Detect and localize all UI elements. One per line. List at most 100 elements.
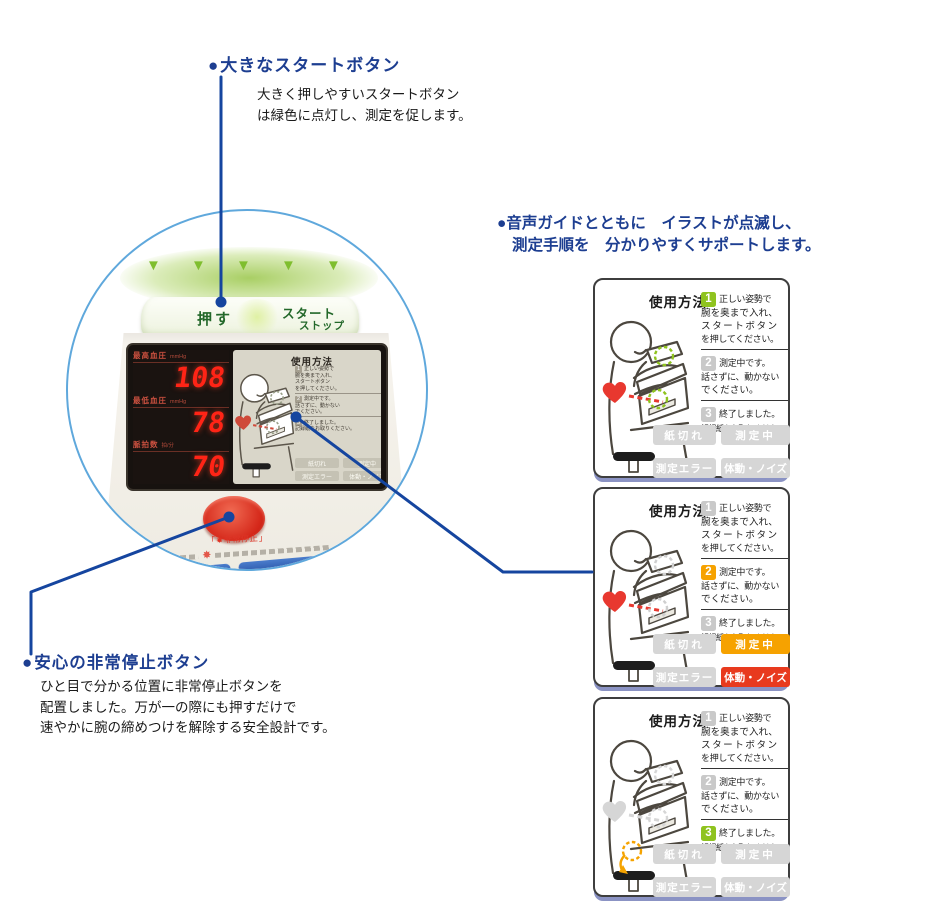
body-line: 大きく押しやすいスタートボタン (257, 87, 460, 102)
step-line: 腕を奥まで入れ、 (701, 727, 778, 738)
badge-paper-out: 紙切れ (653, 844, 716, 864)
title-text: 安心の非常停止ボタン (34, 654, 210, 672)
lcd-step-line: を押してください。 (295, 385, 340, 392)
step-line: を押してください。 (701, 334, 779, 344)
pulse-label: 脈拍数 (133, 440, 159, 450)
step-line: 終了しました。 (719, 828, 780, 838)
annotation-body: ひと目で分かる位置に非常停止ボタンを 配置しました。万が一の際にも押すだけで 速… (40, 677, 336, 739)
step-line: を押してください。 (701, 543, 779, 553)
step-line: でください。 (701, 385, 759, 396)
diastolic-unit: mmHg (170, 398, 187, 405)
title-text: 音声ガイドとともに イラストが点滅し、 (506, 215, 801, 232)
lcd-step-line: 測定中です。 (304, 396, 334, 403)
badge-motion-noise: 体動・ノイズ (721, 667, 790, 687)
step-line: 話さずに、動かない (701, 372, 780, 382)
step-line: 話さずに、動かない (701, 791, 780, 801)
bullet-icon: ● (22, 653, 34, 672)
step-number-chip: 1 (701, 501, 716, 516)
push-label: 押す (197, 311, 234, 328)
panel-title: 使用方法 (649, 295, 707, 310)
step-line: でください。 (701, 594, 759, 605)
body-line: 速やかに腕の締めつけを解除する安全設計です。 (40, 720, 336, 735)
lcd-step-line: 正しい姿勢で (304, 366, 335, 373)
bracket-open: 「 (206, 535, 216, 546)
badge-paper-out: 紙切れ (653, 425, 716, 445)
badge-measuring: 測定中 (721, 425, 790, 445)
pulse-unit: 拍/分 (161, 443, 175, 450)
badge-measuring: 測定中 (721, 844, 790, 864)
badge-error: 測定エラー (653, 458, 716, 478)
stop-label: ストップ (299, 320, 345, 332)
start-button-bar: 押す スタート ストップ (141, 297, 359, 338)
step-line: 正しい姿勢で (719, 713, 772, 723)
status-badges: 紙切れ 測定中 測定エラー 体動・ノイズ (653, 844, 790, 897)
panel-title: 使用方法 (649, 714, 707, 729)
step-number-chip: 2 (701, 775, 716, 790)
lcd-step-line: スタートボタン (295, 379, 331, 386)
annotation-title: ●音声ガイドとともに イラストが点滅し、 (497, 213, 820, 235)
systolic-label: 最高血圧 (133, 351, 167, 360)
body-line: は緑色に点灯し、測定を促します。 (257, 108, 472, 123)
title-text: 大きなスタートボタン (220, 56, 401, 75)
lcd-badge: 紙切れ (295, 458, 339, 468)
body-line: 配置しました。万が一の際にも押すだけで (40, 699, 297, 715)
step-number-chip: 1 (701, 711, 716, 726)
step-line: を押してください。 (701, 753, 779, 763)
lcd-badge: 体動・ノイズ (343, 471, 381, 481)
status-badges: 紙切れ 測定中 測定エラー 体動・ノイズ (653, 634, 790, 687)
down-arrow-icon: ▼ (281, 257, 296, 274)
status-badges: 紙切れ 測定中 測定エラー 体動・ノイズ (653, 425, 790, 478)
annotation-body: 大きく押しやすいスタートボタン は緑色に点灯し、測定を促します。 (257, 84, 472, 126)
diastolic-label: 最低血圧 (133, 395, 167, 405)
badge-motion-noise: 体動・ノイズ (721, 458, 790, 478)
step-number-chip: 3 (701, 407, 716, 422)
step-number-chip: 3 (701, 826, 716, 841)
step-line: スタートボタン (701, 321, 779, 332)
annotation-voice-guide: ●音声ガイドとともに イラストが点滅し、 測定手順を 分かりやすくサポートします… (497, 213, 820, 257)
annotation-emergency-stop: ●安心の非常停止ボタン ひと目で分かる位置に非常停止ボタンを 配置しました。万が… (22, 649, 336, 739)
step-line: スタートボタン (701, 740, 779, 751)
step-line: 測定中です。 (719, 358, 771, 368)
lcd-status-badges: 紙切れ 測定中 測定エラー 体動・ノイズ (295, 458, 381, 481)
systolic-unit: mmHg (170, 354, 187, 360)
pulse-value: 70 (189, 450, 228, 484)
lcd-step-line: 記録紙をお取りください。 (295, 426, 356, 433)
sunburst-icon: ✸ (215, 535, 224, 545)
lcd-step-number: 1 (295, 366, 302, 373)
bullet-icon: ● (497, 215, 507, 232)
step-number-chip: 3 (701, 616, 716, 631)
down-arrow-icon: ▼ (236, 257, 251, 274)
badge-motion-noise: 体動・ノイズ (721, 877, 790, 897)
panel-title: 使用方法 (649, 504, 707, 519)
lcd-person-illustration-icon (234, 362, 294, 484)
step-number-chip: 2 (701, 356, 716, 371)
lcd-badge: 測定エラー (295, 471, 339, 481)
step-line: 腕を奥まで入れ、 (701, 308, 778, 319)
annotation-start-button: ●大きなスタートボタン 大きく押しやすいスタートボタン は緑色に点灯し、測定を促… (208, 51, 472, 126)
step-number-chip: 2 (701, 565, 716, 580)
lcd-title: 使用方法 (291, 357, 334, 368)
down-arrow-icon: ▼ (146, 257, 161, 274)
step-line: でください。 (701, 804, 759, 815)
step-line: 終了しました。 (719, 618, 780, 628)
lcd-badge: 測定中 (343, 458, 381, 468)
lcd-step-line: 話さずに、動かない (295, 402, 340, 409)
step-line: 話さずに、動かない (701, 581, 780, 591)
diastolic-value: 78 (189, 405, 228, 439)
sunburst-icon: ✸ (201, 549, 212, 562)
pulse-row: 脈拍数拍/分 70 (133, 439, 229, 484)
annotation-title: ●大きなスタートボタン (208, 51, 472, 76)
down-arrow-icon: ▼ (326, 257, 341, 274)
